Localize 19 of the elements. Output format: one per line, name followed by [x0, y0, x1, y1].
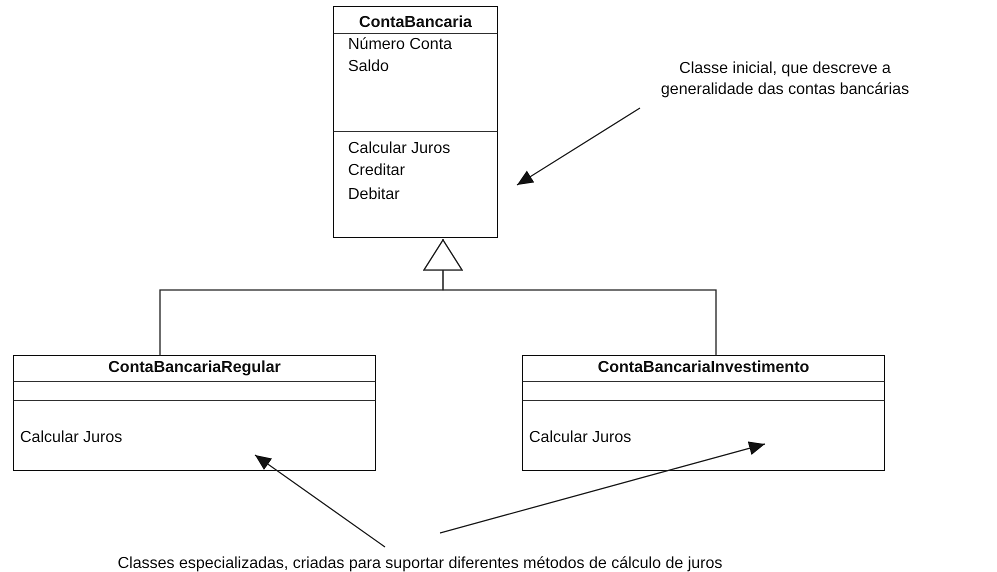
- arrow: [440, 441, 766, 534]
- class-box: [522, 355, 885, 471]
- annotation-text: Classe inicial, que descreve a generalidade das contas bancárias: [650, 58, 920, 100]
- inheritance-arrow: [423, 239, 717, 355]
- method: Calcular Juros: [348, 139, 450, 159]
- method: Calcular Juros: [529, 428, 632, 448]
- method: Creditar: [348, 161, 405, 181]
- class-name: ContaBancariaRegular: [107, 358, 282, 378]
- arrow: [254, 454, 386, 548]
- annotation-text: Classes especializadas, criadas para suportar diferentes métodos de cálculo de juros: [0, 553, 840, 572]
- class-name: ContaBancaria: [358, 13, 473, 33]
- method: Calcular Juros: [20, 428, 122, 448]
- class-box: [13, 355, 376, 471]
- class-name: ContaBancariaInvestimento: [596, 358, 810, 378]
- arrow: [516, 107, 640, 186]
- class-box: [333, 6, 498, 238]
- method: Debitar: [348, 185, 400, 205]
- attribute: Saldo: [348, 57, 389, 77]
- attribute: Número Conta: [348, 35, 452, 55]
